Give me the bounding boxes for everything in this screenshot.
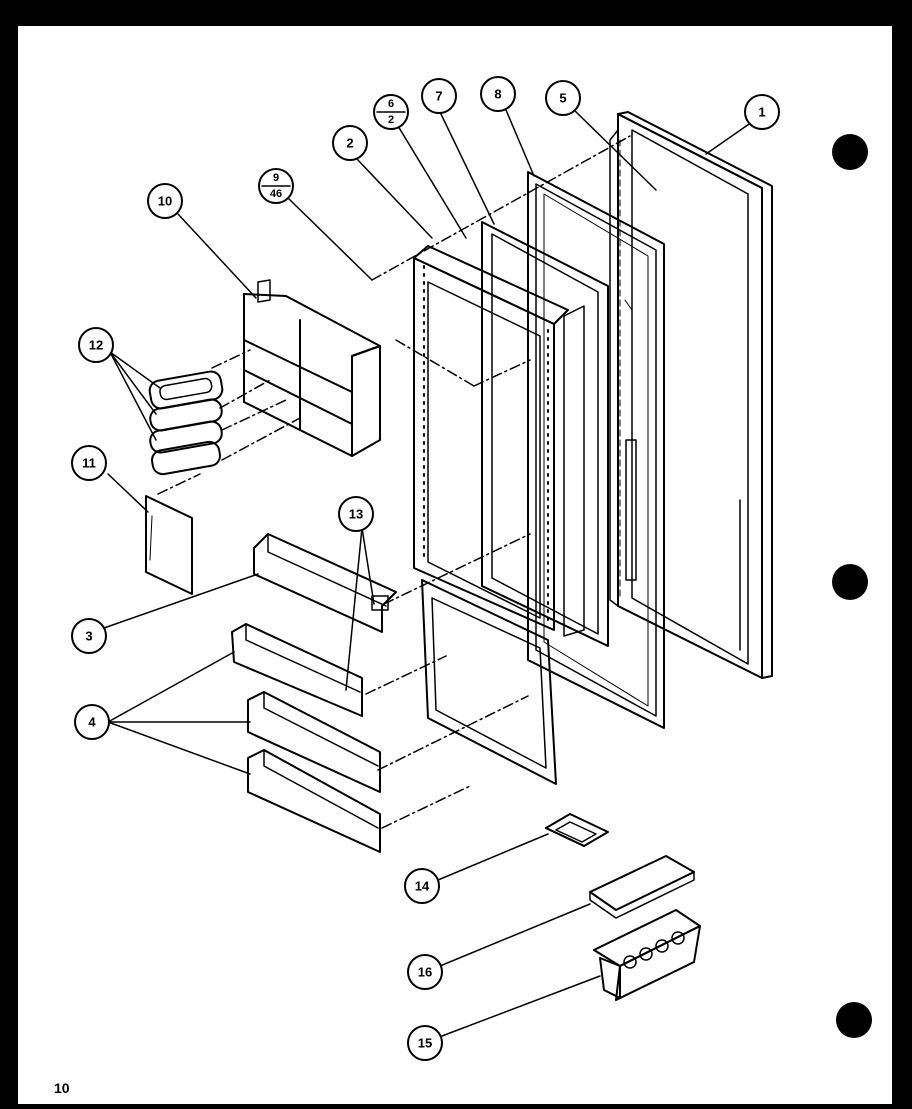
callout-1: 1 (758, 105, 765, 120)
callout-13: 13 (349, 507, 363, 522)
callout-15: 15 (418, 1036, 432, 1051)
callout-3: 3 (85, 629, 92, 644)
part-2-inner-door-liner (413, 245, 569, 785)
leader-lines (103, 109, 753, 1037)
callout-5: 5 (559, 91, 566, 106)
part-14-tray (545, 813, 609, 847)
callout-9-bottom: 46 (270, 188, 282, 200)
callout-10: 10 (158, 194, 172, 209)
page-number: 10 (54, 1080, 70, 1096)
part-15-ice-bin (593, 909, 701, 1001)
part-12-containers (148, 370, 224, 476)
assembly-lines (157, 135, 631, 829)
callout-16: 16 (418, 965, 432, 980)
callout-2: 2 (346, 136, 353, 151)
part-5-door-liner (609, 129, 621, 607)
part-8-door-gasket (527, 171, 665, 729)
callout-6-bottom: 2 (388, 114, 394, 126)
part-11-cover-panel (145, 495, 193, 595)
callout-12: 12 (89, 338, 103, 353)
callout-11: 11 (82, 456, 96, 471)
binder-hole (836, 1002, 872, 1038)
binder-holes (832, 134, 872, 1038)
part-1-outer-door-panel (617, 111, 773, 679)
callout-7: 7 (435, 89, 442, 104)
callout-6-top: 6 (388, 98, 394, 110)
part-3-door-shelf (253, 533, 397, 633)
binder-hole (832, 564, 868, 600)
part-7-breaker-strip (481, 221, 609, 647)
callout-8: 8 (494, 87, 501, 102)
part-16-lid (589, 855, 695, 919)
callout-4: 4 (88, 715, 96, 730)
binder-hole (832, 134, 868, 170)
part-10-dairy-compartment (243, 279, 381, 457)
part-4-door-shelves (231, 623, 381, 853)
callout-14: 14 (415, 879, 430, 894)
callout-circles (71, 76, 780, 1061)
callout-9-top: 9 (273, 172, 279, 184)
